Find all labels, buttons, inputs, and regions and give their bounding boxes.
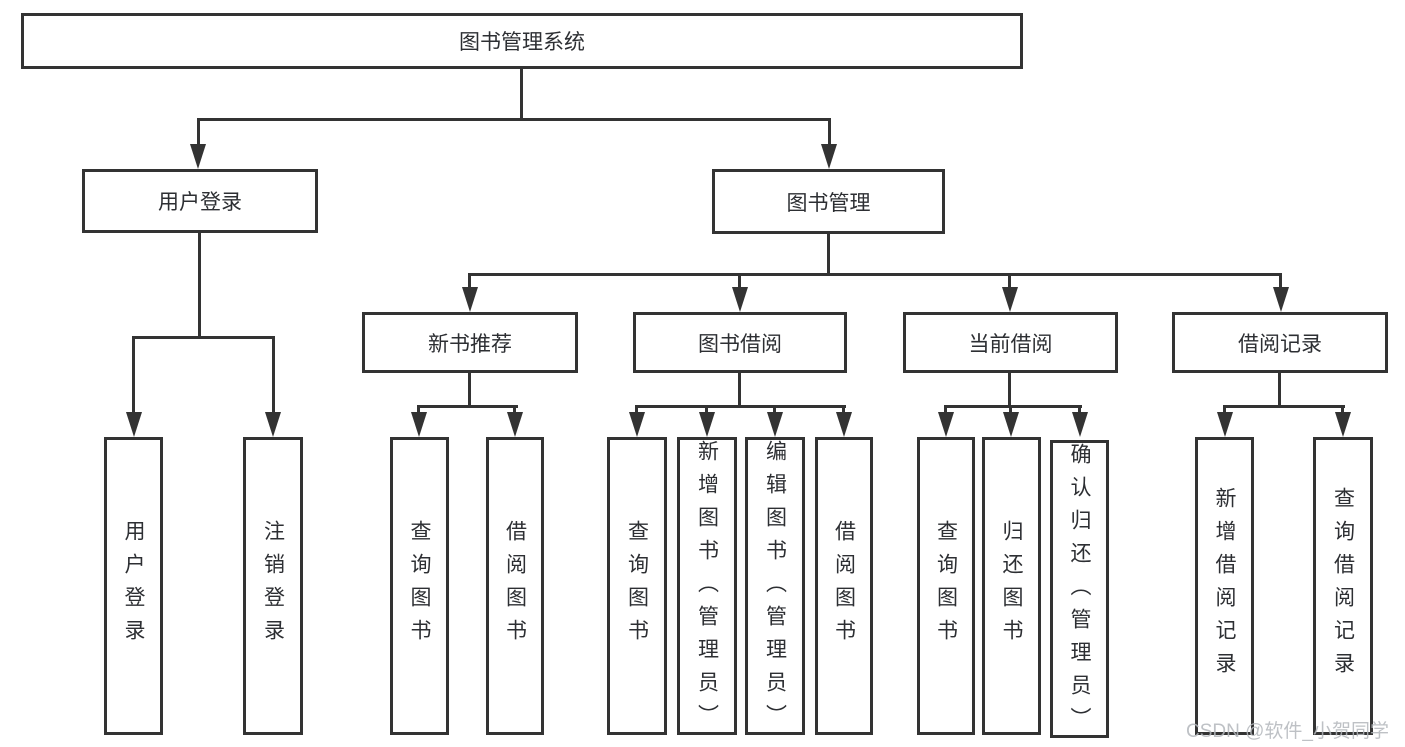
connector-line <box>1341 405 1344 415</box>
leaf-add-borrow-record: 新增借阅记录 <box>1195 437 1254 735</box>
arrow-down-icon <box>265 412 281 437</box>
arrow-down-icon <box>732 287 748 312</box>
connector-line <box>469 273 1282 276</box>
connector-line <box>418 405 518 408</box>
node-label: 查询图书 <box>625 520 649 652</box>
connector-line <box>705 405 708 415</box>
connector-line <box>828 118 831 146</box>
arrow-down-icon <box>411 412 427 437</box>
leaf-query-books: 查询图书 <box>917 437 975 735</box>
node-label: 查询图书 <box>408 520 431 652</box>
node-label: 图书管理 <box>786 191 871 215</box>
arrow-down-icon <box>462 287 478 312</box>
connector-line <box>468 373 471 405</box>
arrow-down-icon <box>699 412 715 437</box>
connector-line <box>513 405 516 415</box>
leaf-borrow-books: 借阅图书 <box>815 437 873 735</box>
connector-line <box>132 336 135 414</box>
node-label: 图书管理系统 <box>459 31 585 54</box>
arrow-down-icon <box>629 412 645 437</box>
connector-line <box>520 69 523 118</box>
connector-line <box>272 336 275 414</box>
arrow-down-icon <box>1273 287 1289 312</box>
connector-line <box>468 273 471 290</box>
arrow-down-icon <box>1003 412 1019 437</box>
leaf-logout-login: 注销登录 <box>243 437 303 735</box>
arrow-down-icon <box>821 144 837 169</box>
node-user-login: 用户登录 <box>82 169 318 233</box>
leaf-return-books: 归还图书 <box>982 437 1041 735</box>
connector-line <box>417 405 420 415</box>
node-library-system: 图书管理系统 <box>21 13 1023 69</box>
connector-line <box>944 405 947 415</box>
connector-line <box>773 405 776 415</box>
watermark: CSDN @软件_小贺同学 <box>1186 721 1389 742</box>
connector-line <box>945 405 1082 408</box>
node-label: 新增图书（管理员） <box>695 440 719 737</box>
arrow-down-icon <box>1002 287 1018 312</box>
node-label: 借阅图书 <box>503 520 527 652</box>
node-label: 编辑图书（管理员） <box>763 440 787 737</box>
leaf-confirm-return-admin: 确认归还（管理员） <box>1050 440 1109 740</box>
connector-line <box>636 405 846 408</box>
connector-line <box>1224 405 1345 408</box>
connector-line <box>1278 373 1281 405</box>
node-book-borrow: 图书借阅 <box>633 312 847 373</box>
connector-line <box>738 273 741 290</box>
connector-line <box>1009 405 1012 415</box>
node-borrow-records: 借阅记录 <box>1172 312 1388 373</box>
connector-line <box>1279 273 1282 290</box>
node-label: 查询图书 <box>934 520 958 652</box>
connector-line <box>1008 273 1011 290</box>
leaf-edit-books-admin: 编辑图书（管理员） <box>745 437 805 737</box>
leaf-borrow-books: 借阅图书 <box>486 437 544 735</box>
node-label: 注销登录 <box>261 520 285 652</box>
node-label: 归还图书 <box>1000 520 1023 652</box>
connector-line <box>1078 405 1081 415</box>
node-label: 图书借阅 <box>698 332 782 356</box>
node-label: 确认归还（管理员） <box>1068 443 1091 740</box>
node-label: 新书推荐 <box>428 332 512 356</box>
leaf-user-login: 用户登录 <box>104 437 163 735</box>
leaf-query-books: 查询图书 <box>607 437 667 735</box>
node-label: 借阅记录 <box>1238 332 1322 356</box>
arrow-down-icon <box>1217 412 1233 437</box>
arrow-down-icon <box>1335 412 1351 437</box>
node-label: 借阅图书 <box>832 520 856 652</box>
connector-line <box>842 405 845 415</box>
connector-line <box>827 234 830 273</box>
connector-line <box>133 336 275 339</box>
arrow-down-icon <box>836 412 852 437</box>
node-book-management: 图书管理 <box>712 169 945 234</box>
node-label: 当前借阅 <box>968 332 1053 356</box>
connector-line <box>738 373 741 405</box>
arrow-down-icon <box>1072 412 1088 437</box>
node-label: 查询借阅记录 <box>1331 487 1355 685</box>
leaf-add-books-admin: 新增图书（管理员） <box>677 437 737 737</box>
arrow-down-icon <box>938 412 954 437</box>
connector-line <box>1008 373 1011 405</box>
node-new-book-recommend: 新书推荐 <box>362 312 578 373</box>
connector-line <box>198 233 201 336</box>
arrow-down-icon <box>126 412 142 437</box>
connector-line <box>197 118 831 121</box>
leaf-query-borrow-record: 查询借阅记录 <box>1313 437 1373 735</box>
connector-line <box>1223 405 1226 415</box>
arrow-down-icon <box>507 412 523 437</box>
connector-line <box>197 118 200 146</box>
node-label: 用户登录 <box>158 191 242 214</box>
node-current-borrow: 当前借阅 <box>903 312 1118 373</box>
connector-line <box>635 405 638 415</box>
arrow-down-icon <box>190 144 206 169</box>
leaf-query-books: 查询图书 <box>390 437 449 735</box>
node-label: 用户登录 <box>122 520 145 652</box>
node-label: 新增借阅记录 <box>1213 487 1236 685</box>
arrow-down-icon <box>767 412 783 437</box>
